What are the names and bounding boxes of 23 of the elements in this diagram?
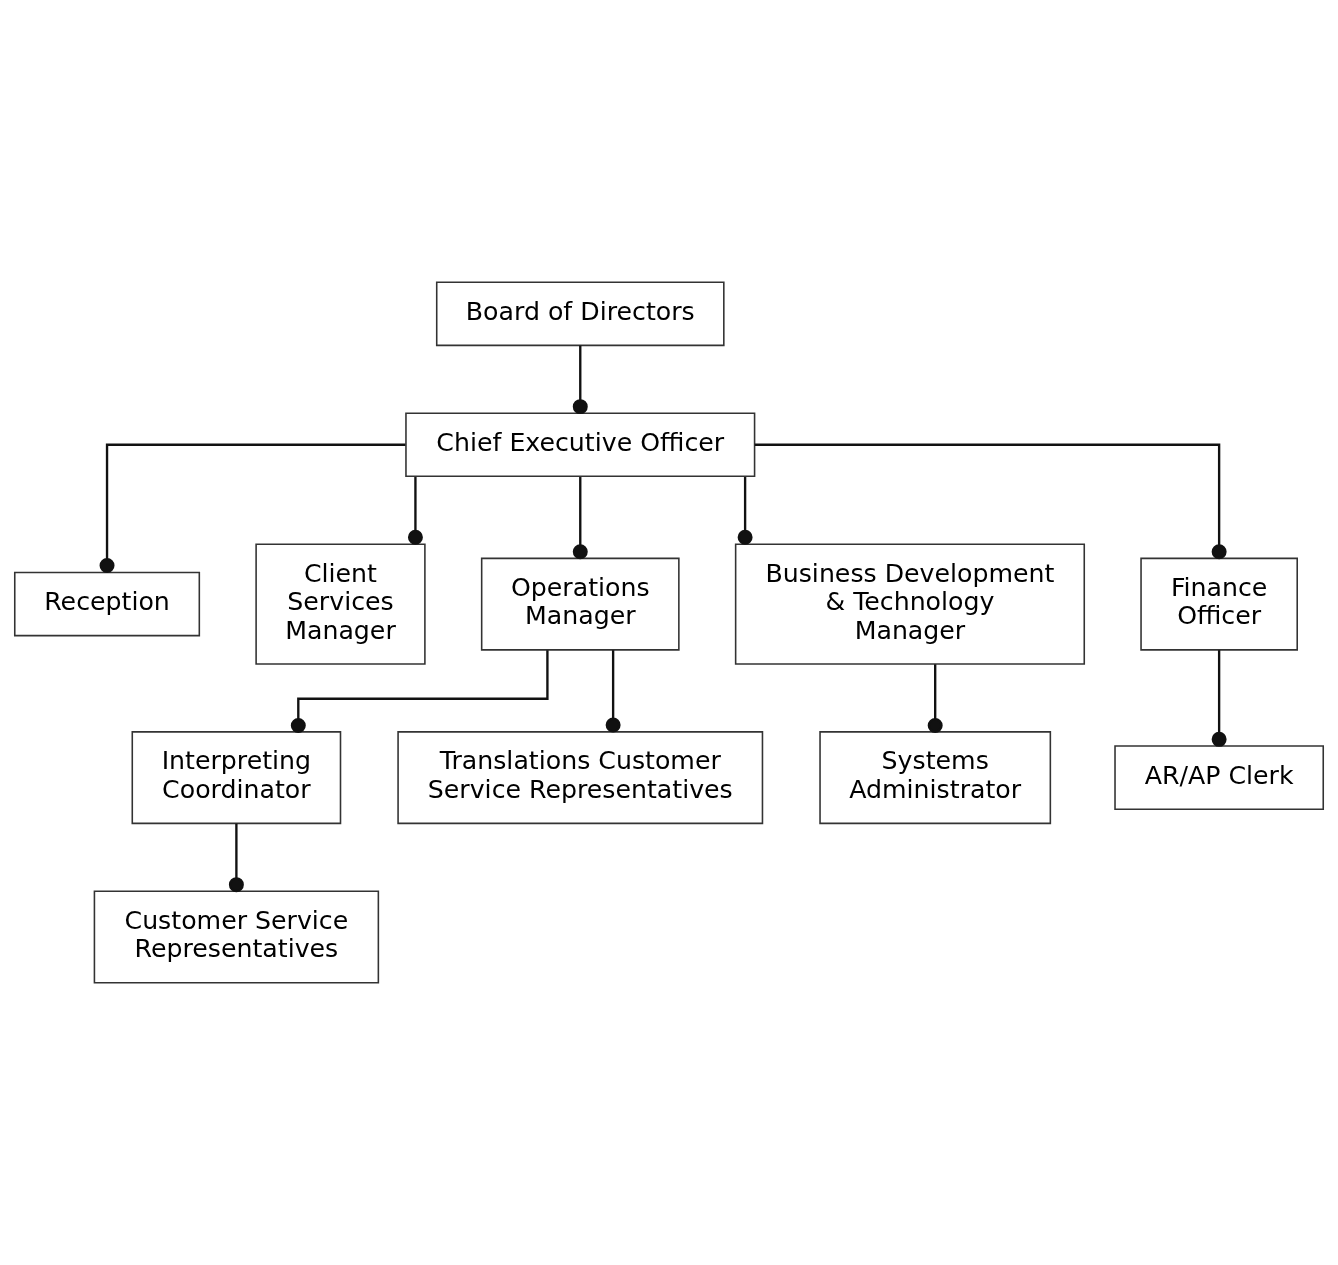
node-box: Client Services Manager bbox=[255, 543, 426, 665]
connector bbox=[407, 477, 423, 545]
node-box: Finance Officer bbox=[1140, 557, 1298, 651]
connector bbox=[605, 650, 621, 733]
node-box: Operations Manager bbox=[480, 557, 680, 651]
node-box: Systems Administrator bbox=[819, 731, 1052, 825]
connector bbox=[290, 650, 549, 733]
connector bbox=[737, 477, 753, 545]
node-box: Translations Customer Service Representatives bbox=[397, 731, 764, 825]
node-box: Chief Executive Officer bbox=[405, 412, 756, 478]
node-box: Customer Service Representatives bbox=[93, 890, 380, 984]
connector bbox=[1211, 650, 1227, 747]
node-box: Interpreting Coordinator bbox=[131, 731, 342, 825]
connector bbox=[754, 443, 1227, 560]
connector bbox=[228, 823, 244, 893]
node-box: Board of Directors bbox=[435, 281, 725, 347]
node-box: Reception bbox=[13, 571, 201, 637]
node-box: Business Development & Technology Manager bbox=[734, 543, 1086, 665]
connector bbox=[99, 443, 406, 574]
node-box: AR/AP Clerk bbox=[1114, 745, 1325, 810]
connector bbox=[572, 477, 588, 560]
connector bbox=[572, 345, 588, 415]
connector bbox=[927, 664, 943, 733]
